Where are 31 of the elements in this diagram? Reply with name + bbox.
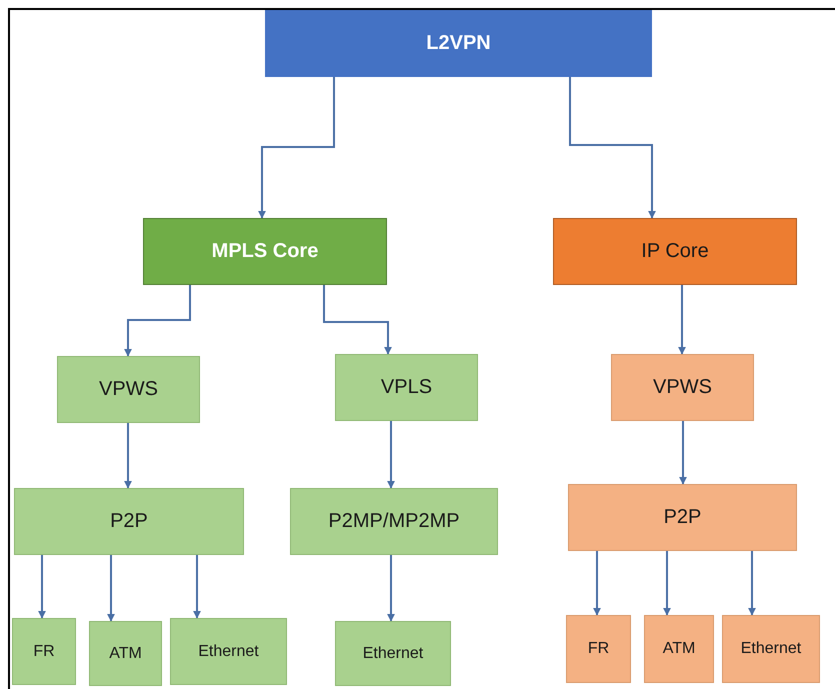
leaf-box: ATM <box>89 621 162 686</box>
arrow <box>387 555 395 622</box>
arrow <box>678 285 686 355</box>
arrow <box>124 285 191 357</box>
arrow <box>387 421 395 489</box>
arrow <box>569 77 656 219</box>
root-box: L2VPN <box>265 10 652 77</box>
process-box: VPLS <box>335 354 478 421</box>
leaf-box: Ethernet <box>335 621 451 686</box>
arrow <box>323 285 392 355</box>
process-box: P2MP/MP2MP <box>290 488 498 555</box>
leaf-box: Ethernet <box>170 618 287 685</box>
leaf-box: FR <box>12 618 76 685</box>
category-box: MPLS Core <box>143 218 387 285</box>
arrow <box>258 77 335 219</box>
process-box: P2P <box>568 484 797 551</box>
arrow <box>679 421 687 485</box>
arrow <box>748 551 756 616</box>
arrow <box>663 551 671 616</box>
process-box: P2P <box>14 488 244 555</box>
arrow <box>593 551 601 616</box>
leaf-box: ATM <box>644 615 714 683</box>
arrow <box>38 555 46 619</box>
leaf-box: FR <box>566 615 631 683</box>
process-box: VPWS <box>611 354 754 421</box>
arrow <box>124 423 132 489</box>
process-box: VPWS <box>57 356 200 423</box>
arrow <box>193 555 201 619</box>
leaf-box: Ethernet <box>722 615 820 683</box>
arrow <box>107 555 115 622</box>
category-box: IP Core <box>553 218 797 285</box>
